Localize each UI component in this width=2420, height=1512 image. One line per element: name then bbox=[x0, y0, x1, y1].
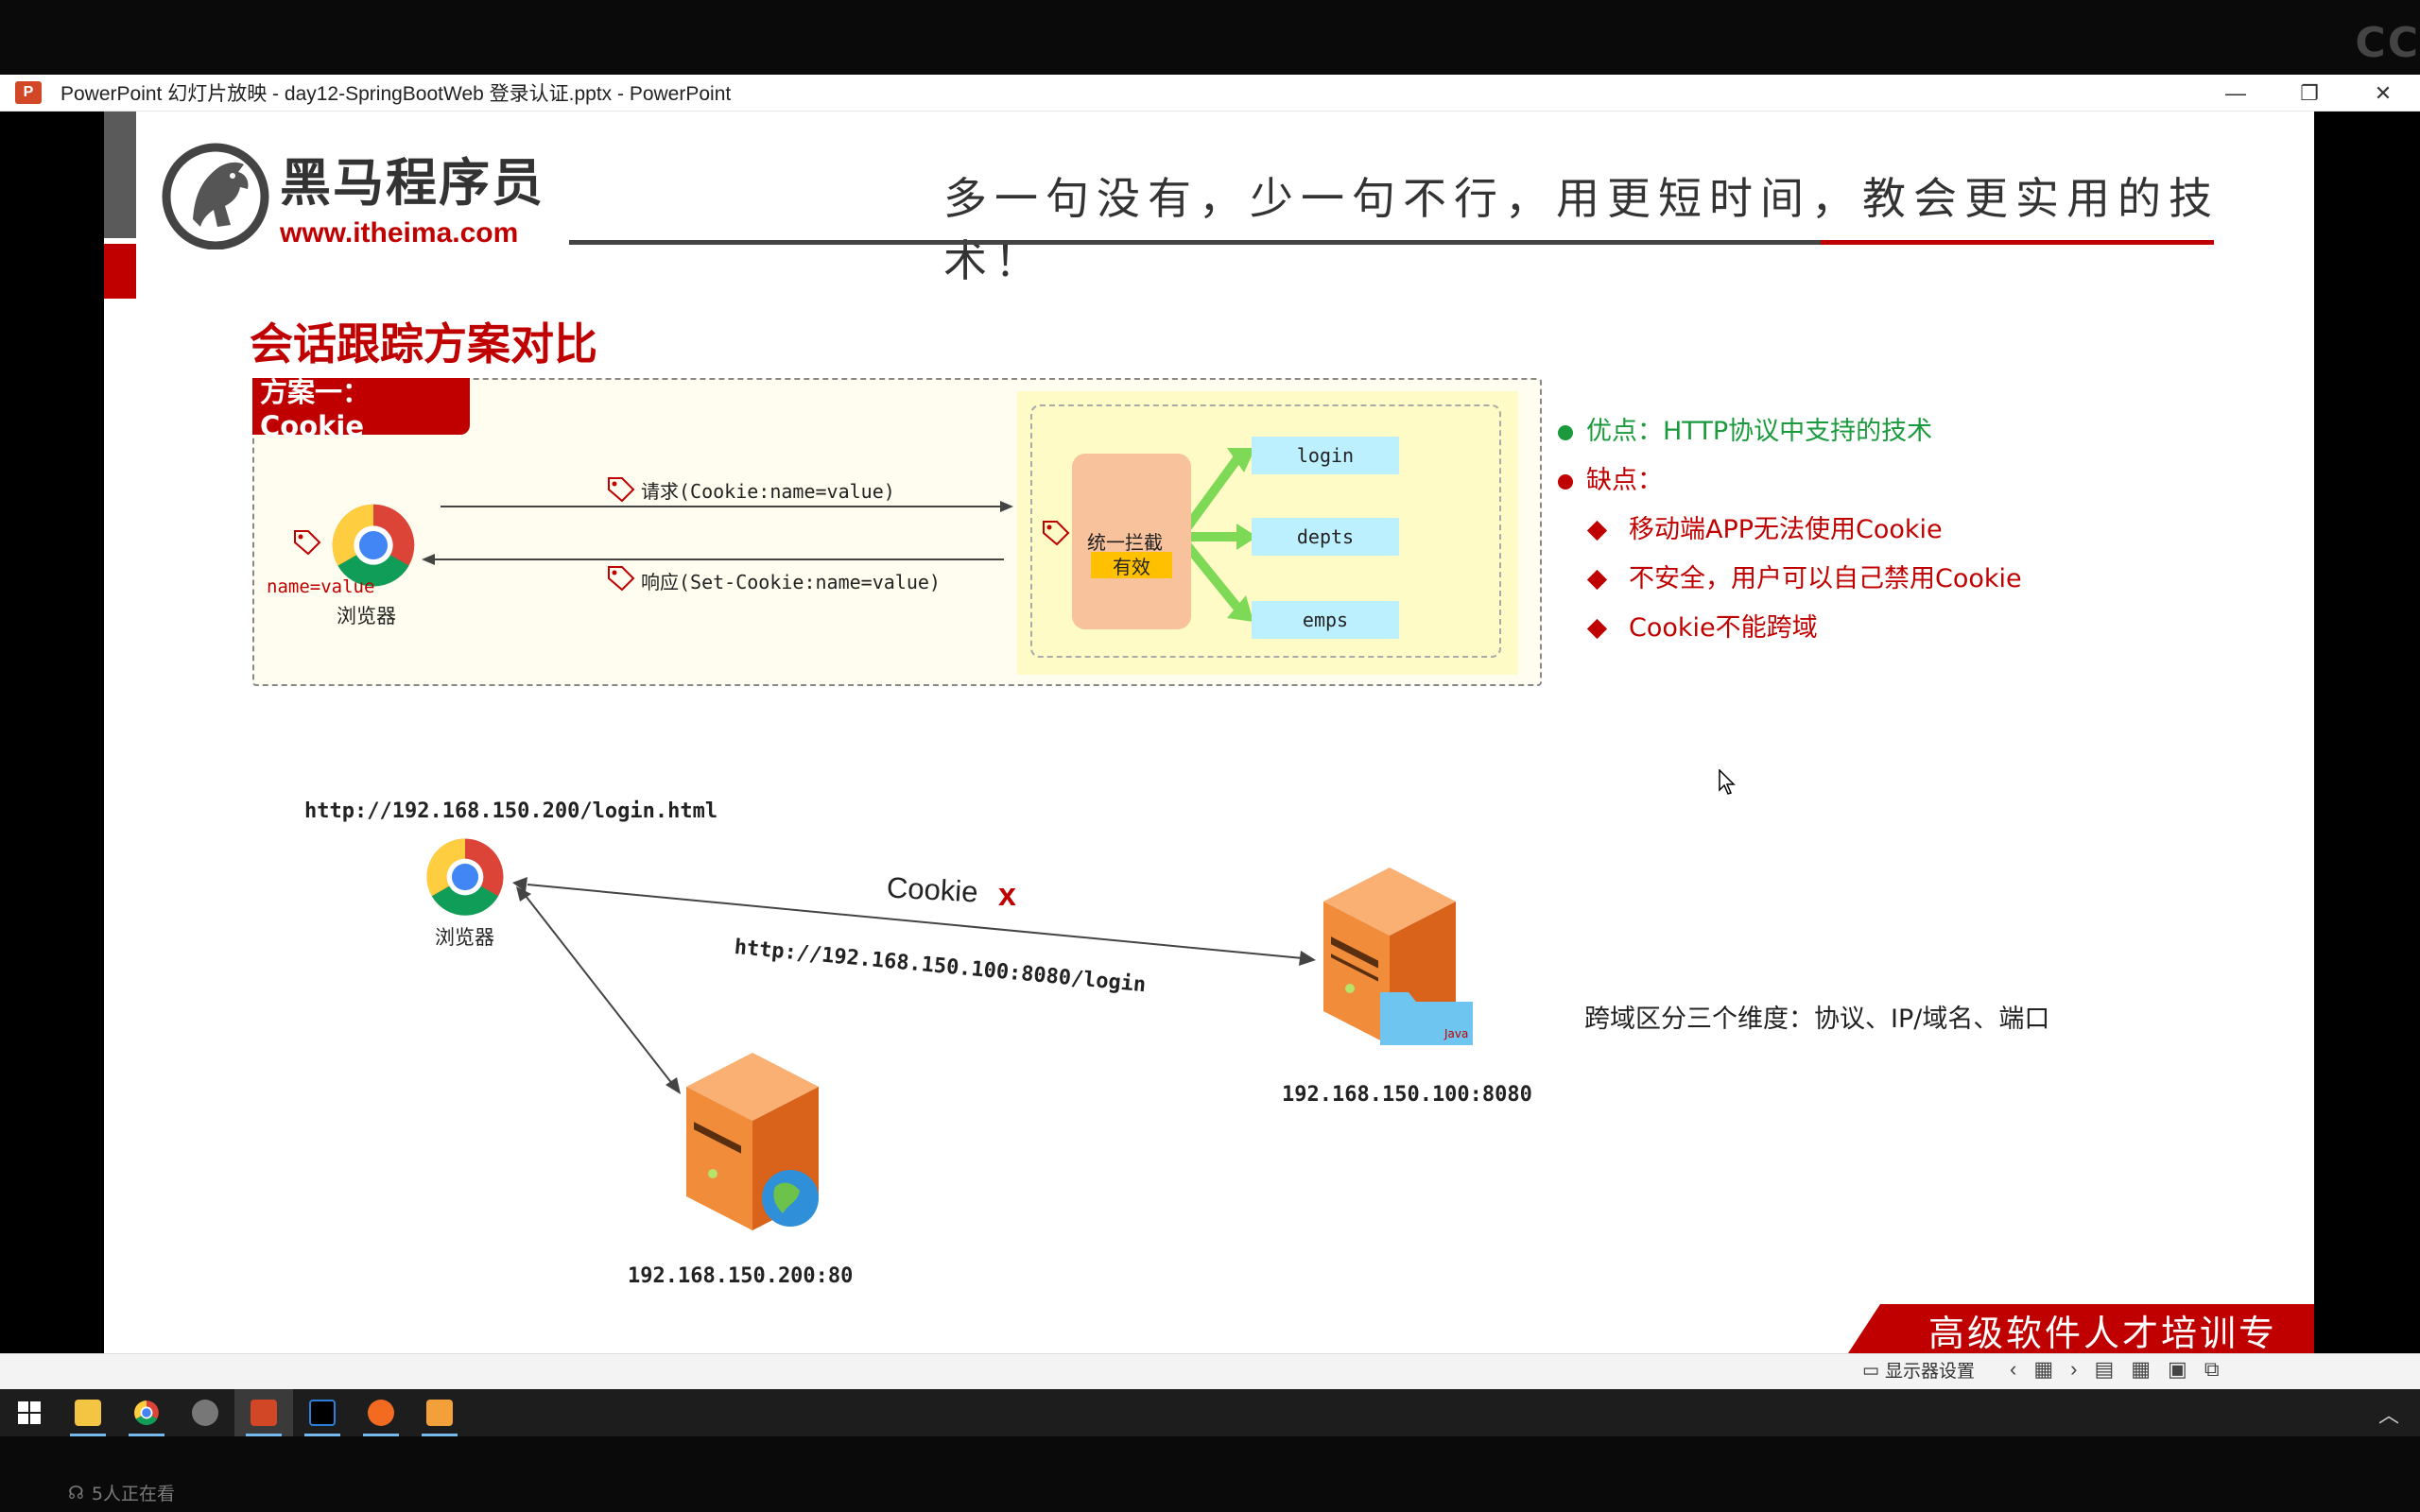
sketch-app-icon bbox=[426, 1400, 453, 1426]
viewer-count-text: 5人正在看 bbox=[91, 1484, 175, 1504]
bird-app-icon bbox=[192, 1400, 218, 1426]
horse-logo-icon bbox=[162, 143, 269, 249]
browser-label-2: 浏览器 bbox=[435, 927, 494, 949]
cons-item-text: Cookie不能跨域 bbox=[1629, 613, 1818, 643]
minimize-button[interactable]: — bbox=[2225, 80, 2246, 105]
taskbar-app-bird[interactable] bbox=[176, 1389, 234, 1436]
slideshow-view-icon[interactable]: ⧉ bbox=[2204, 1357, 2220, 1381]
mouse-cursor-icon bbox=[1719, 769, 1736, 795]
slide-section-title: 会话跟踪方案对比 bbox=[250, 318, 597, 369]
orange-app-icon bbox=[368, 1400, 394, 1426]
header-divider bbox=[569, 240, 1821, 245]
prev-slide-icon[interactable]: ‹ bbox=[2010, 1357, 2017, 1381]
diagram-arrows bbox=[422, 448, 1316, 1094]
server-icon-java: Java bbox=[1323, 868, 1473, 1045]
interceptor-valid-badge: 有效 bbox=[1091, 552, 1172, 578]
cookie-blocked-icon: x bbox=[998, 877, 1016, 913]
powerpoint-icon bbox=[251, 1400, 277, 1426]
slide-footer-band bbox=[1848, 1304, 2314, 1353]
monitor-icon: ▭ bbox=[1862, 1359, 1879, 1381]
cons-title-text: 缺点： bbox=[1586, 466, 1663, 495]
window-titlebar: P PowerPoint 幻灯片放映 - day12-SpringBootWeb… bbox=[0, 75, 2420, 112]
bottom-black-area bbox=[0, 1436, 2420, 1512]
headphones-icon: ☊ bbox=[68, 1482, 84, 1503]
endpoint-depts: depts bbox=[1252, 518, 1399, 556]
windows-logo-icon bbox=[18, 1401, 41, 1424]
browser-cookie-value: name=value bbox=[267, 576, 375, 597]
window-controls: — ❐ ✕ bbox=[2199, 75, 2420, 112]
taskbar-app-orange[interactable] bbox=[352, 1389, 410, 1436]
request-tag-icon bbox=[608, 477, 635, 503]
cookie-tag-icon bbox=[294, 530, 321, 556]
server-panel-inner bbox=[1030, 404, 1501, 658]
sorter-view-icon[interactable]: ▦ bbox=[2131, 1357, 2152, 1381]
response-label: 响应(Set-Cookie:name=value) bbox=[641, 571, 941, 593]
cons-title: 缺点： bbox=[1558, 459, 1663, 496]
logo-cn-text: 黑马程序员 bbox=[280, 152, 544, 213]
request-url: http://192.168.150.100:8080/login bbox=[733, 936, 1148, 998]
taskbar-chrome[interactable] bbox=[117, 1389, 176, 1436]
taskbar-intellij[interactable] bbox=[293, 1389, 352, 1436]
reading-view-icon[interactable]: ▣ bbox=[2168, 1357, 2187, 1381]
tray-overflow-chevron-icon[interactable]: ︿ bbox=[2377, 1403, 2399, 1427]
browser-url: http://192.168.150.200/login.html bbox=[304, 799, 718, 823]
slide-slogan: 多一句没有，少一句不行，用更短时间，教会更实用的技术！ bbox=[943, 173, 2220, 286]
slide-decor-bar bbox=[104, 112, 136, 238]
normal-view-icon[interactable]: ▤ bbox=[2094, 1357, 2115, 1381]
viewer-count: ☊ 5人正在看 bbox=[68, 1480, 175, 1505]
cons-item-text: 移动端APP无法使用Cookie bbox=[1629, 515, 1943, 544]
taskbar-app-sketch[interactable] bbox=[410, 1389, 469, 1436]
cons-item: Cookie不能跨域 bbox=[1586, 607, 1818, 644]
interceptor-box bbox=[1072, 454, 1191, 629]
pros-item: 优点：HTTP协议中支持的技术 bbox=[1558, 410, 1932, 447]
itheima-logo: 黑马程序员 www.itheima.com bbox=[159, 140, 544, 249]
folder-icon bbox=[75, 1400, 101, 1426]
server-a-address: 192.168.150.100:8080 bbox=[1282, 1083, 1532, 1107]
chrome-icon bbox=[134, 1400, 159, 1425]
server-b-address: 192.168.150.200:80 bbox=[628, 1264, 854, 1288]
cc-watermark: CC bbox=[2355, 19, 2420, 67]
next-slide-icon[interactable]: › bbox=[2070, 1357, 2078, 1381]
cons-item: 移动端APP无法使用Cookie bbox=[1586, 508, 1943, 545]
cons-item-text: 不安全，用户可以自己禁用Cookie bbox=[1629, 564, 2022, 593]
display-settings-label: 显示器设置 bbox=[1884, 1361, 1975, 1382]
slide-footer-slogan: 高级软件人才培训专家 bbox=[1928, 1313, 2278, 1353]
taskbar-powerpoint[interactable] bbox=[234, 1389, 293, 1436]
intellij-icon bbox=[309, 1400, 336, 1426]
interceptor-tag-icon bbox=[1043, 521, 1070, 546]
windows-taskbar bbox=[0, 1389, 2420, 1436]
pros-text: 优点：HTTP协议中支持的技术 bbox=[1586, 417, 1933, 446]
taskbar-file-explorer[interactable] bbox=[59, 1389, 117, 1436]
interceptor-label: 统一拦截 bbox=[1087, 531, 1163, 554]
slideshow-statusbar bbox=[0, 1353, 2420, 1389]
response-tag-icon bbox=[608, 566, 635, 592]
header-divider-accent bbox=[1821, 240, 2214, 245]
server-icon-web bbox=[686, 1053, 819, 1230]
top-black-strip bbox=[0, 0, 2420, 75]
chrome-browser-icon bbox=[332, 504, 415, 587]
logo-url-text: www.itheima.com bbox=[280, 216, 519, 249]
slide-canvas[interactable]: 黑马程序员 www.itheima.com 多一句没有，少一句不行，用更短时间，… bbox=[104, 112, 2314, 1353]
scheme-tag: 方案一：Cookie bbox=[252, 376, 470, 442]
endpoint-login: login bbox=[1252, 437, 1399, 474]
start-button[interactable] bbox=[0, 1389, 59, 1436]
window-title: PowerPoint 幻灯片放映 - day12-SpringBootWeb 登… bbox=[60, 83, 732, 105]
cross-domain-note: 跨域区分三个维度：协议、IP/域名、端口 bbox=[1584, 1005, 2050, 1034]
request-label: 请求(Cookie:name=value) bbox=[641, 480, 895, 503]
chrome-browser-icon-2 bbox=[426, 838, 504, 916]
powerpoint-app-icon[interactable]: P bbox=[15, 81, 42, 104]
endpoint-emps: emps bbox=[1252, 601, 1399, 639]
slide-grid-icon[interactable]: ▦ bbox=[2033, 1357, 2054, 1381]
slide-decor-bar-red bbox=[104, 244, 136, 299]
java-badge-text: Java bbox=[1443, 1027, 1468, 1040]
cookie-label: Cookie bbox=[886, 870, 979, 909]
browser-label: 浏览器 bbox=[337, 606, 396, 627]
close-button[interactable]: ✕ bbox=[2374, 80, 2393, 105]
slideshow-nav-icons: ‹ ▦ › ▤ ▦ ▣ ⧉ bbox=[2010, 1357, 2220, 1382]
cons-item: 不安全，用户可以自己禁用Cookie bbox=[1586, 558, 2022, 594]
display-settings-button[interactable]: ▭ 显示器设置 bbox=[1862, 1357, 1975, 1383]
restore-button[interactable]: ❐ bbox=[2300, 80, 2319, 105]
